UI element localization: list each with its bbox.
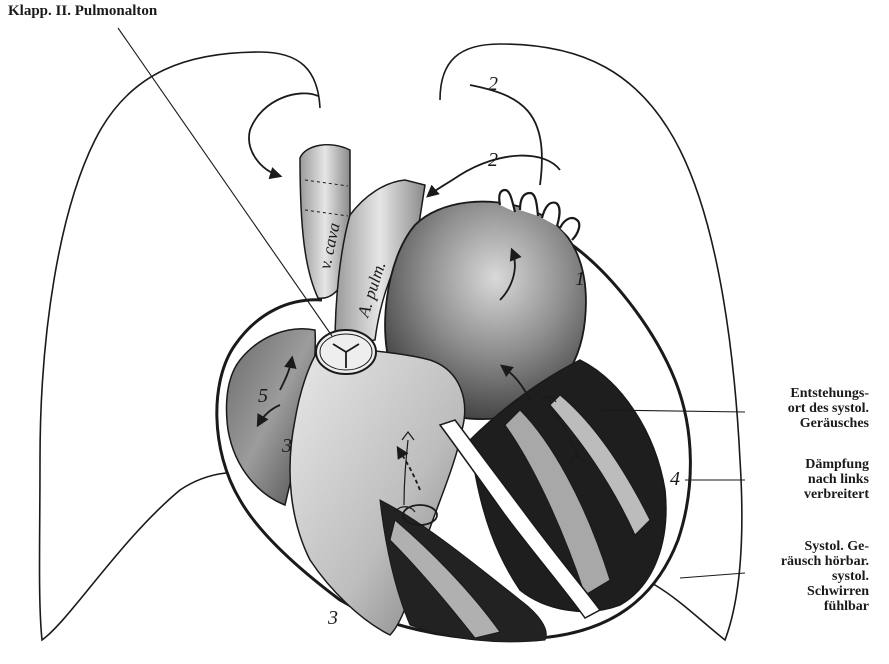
- number-label-1: 1: [575, 268, 585, 290]
- entstehungsort-label: Entstehungs- ort des systol. Geräusches: [788, 386, 869, 431]
- systol-line-4: Schwirren: [781, 584, 869, 599]
- entstehungsort-line-3: Geräusches: [788, 416, 869, 431]
- systol-line-3: systol.: [781, 569, 869, 584]
- daempfung-label: Dämpfung nach links verbreitert: [804, 457, 869, 502]
- number-label-5: 5: [258, 385, 268, 407]
- daempfung-line-2: nach links: [804, 472, 869, 487]
- number-label-2a: 2: [488, 73, 498, 95]
- daempfung-line-3: verbreitert: [804, 487, 869, 502]
- entstehungsort-line-2: ort des systol.: [788, 401, 869, 416]
- entstehungsort-line-1: Entstehungs-: [788, 386, 869, 401]
- systol-line-5: fühlbar: [781, 599, 869, 614]
- systol-label: Systol. Ge- räusch hörbar. systol. Schwi…: [781, 539, 869, 614]
- pulmonary-valve: [316, 330, 376, 374]
- daempfung-line-1: Dämpfung: [804, 457, 869, 472]
- systol-line-2: räusch hörbar.: [781, 554, 869, 569]
- pulmonalton-label: Klapp. II. Pulmonalton: [8, 4, 157, 19]
- number-label-4: 4: [670, 468, 680, 490]
- number-label-2b: 2: [488, 149, 498, 171]
- number-label-3a: 3: [281, 435, 292, 457]
- systol-line-1: Systol. Ge-: [781, 539, 869, 554]
- number-label-3b: 3: [327, 607, 338, 629]
